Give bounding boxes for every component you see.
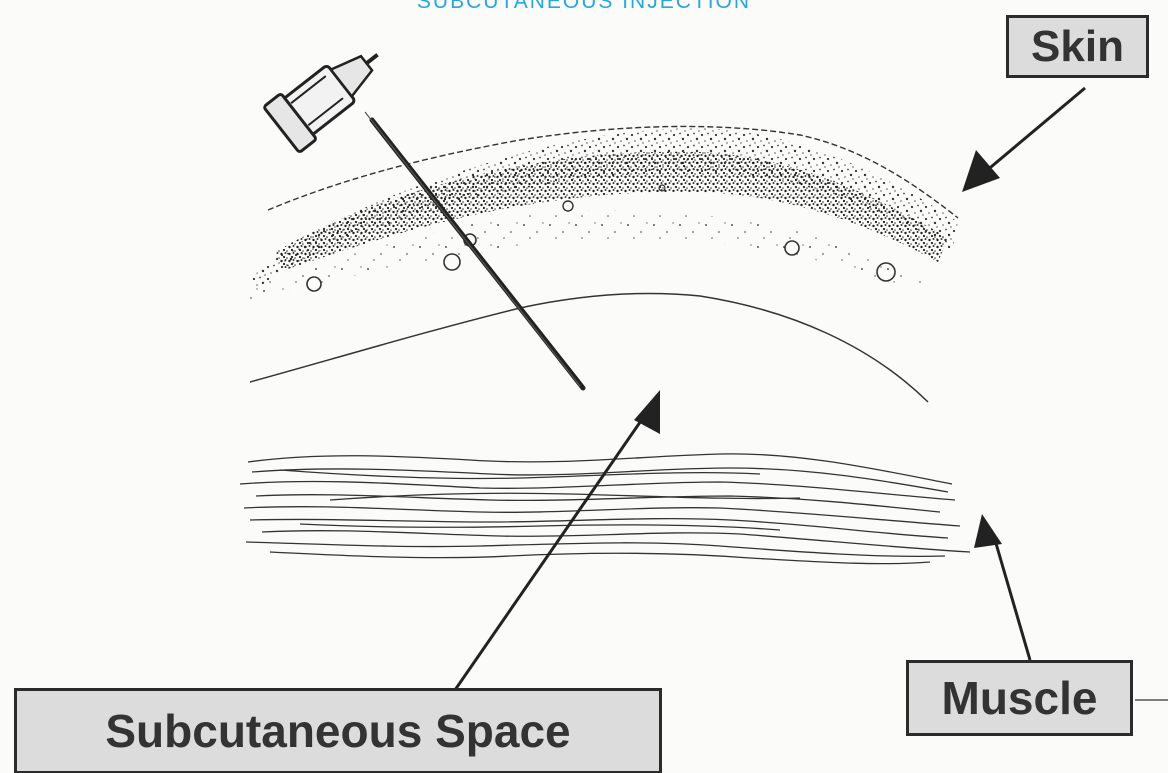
skin-label: Skin: [1006, 15, 1149, 78]
skin-layer: [245, 126, 958, 300]
fascia-line: [250, 293, 928, 402]
subcutaneous-space-label: Subcutaneous Space: [14, 688, 662, 773]
muscle-pointer-arrow: [974, 514, 1030, 660]
subcutaneous-pointer-arrow: [455, 390, 660, 690]
muscle-label: Muscle: [906, 660, 1133, 736]
skin-pointer-arrow: [962, 88, 1085, 192]
